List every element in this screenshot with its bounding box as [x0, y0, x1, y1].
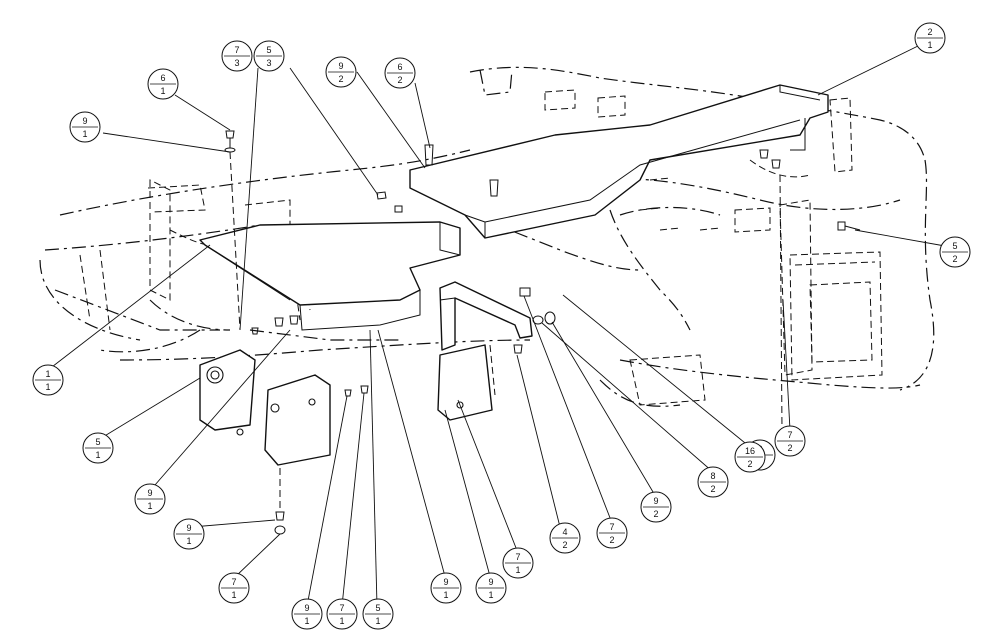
- callout-item-number: 9: [443, 577, 448, 587]
- callout-quantity: 2: [952, 254, 957, 264]
- callout-bubble: 162: [734, 441, 766, 473]
- callout-bubble: 72: [774, 425, 806, 457]
- callout-quantity: 2: [747, 459, 752, 469]
- side-plates: [199, 344, 493, 466]
- callout-item-number: 9: [488, 577, 493, 587]
- callout-item-number: 5: [952, 241, 957, 251]
- callout-item-number: 4: [562, 527, 567, 537]
- callout-bubble: 91: [430, 572, 462, 604]
- callout-item-number: 1: [45, 369, 50, 379]
- callout-bubble: 42: [549, 522, 581, 554]
- callout-quantity: 1: [45, 382, 50, 392]
- callout-item-number: 7: [231, 577, 236, 587]
- callout-item-number: 6: [397, 62, 402, 72]
- callout-quantity: 1: [186, 536, 191, 546]
- callout-bubble: 71: [326, 598, 358, 630]
- callout-bubble: 91: [291, 598, 323, 630]
- left-deck-panel: [199, 221, 461, 331]
- callout-item-number: 9: [186, 523, 191, 533]
- callout-item-number: 9: [147, 488, 152, 498]
- callout-bubble: 11: [32, 364, 64, 396]
- callout-quantity: 1: [927, 40, 932, 50]
- callout-quantity: 1: [82, 129, 87, 139]
- callout-item-number: 7: [787, 430, 792, 440]
- callout-quantity: 1: [95, 450, 100, 460]
- callout-item-number: 9: [653, 496, 658, 506]
- leader-lines: [47, 44, 946, 607]
- callout-quantity: 1: [375, 616, 380, 626]
- callout-quantity: 2: [338, 74, 343, 84]
- callout-item-number: 5: [266, 45, 271, 55]
- callout-bubble: 91: [173, 518, 205, 550]
- callout-bubble: 73: [221, 40, 253, 72]
- callout-bubble: 92: [640, 491, 672, 523]
- callout-quantity: 3: [234, 58, 239, 68]
- callout-bubble: 92: [325, 56, 357, 88]
- callout-item-number: 9: [304, 603, 309, 613]
- callout-quantity: 1: [488, 590, 493, 600]
- callout-quantity: 1: [160, 86, 165, 96]
- callout-item-number: 2: [927, 27, 932, 37]
- callout-item-number: 9: [338, 61, 343, 71]
- callout-bubble: 21: [914, 22, 946, 54]
- callout-bubble: 71: [502, 547, 534, 579]
- callout-bubble: 53: [253, 40, 285, 72]
- right-deck-panel: [409, 84, 829, 239]
- callout-bubble: 72: [596, 517, 628, 549]
- callout-item-number: 5: [95, 437, 100, 447]
- callout-bubble: 62: [384, 57, 416, 89]
- callout-quantity: 2: [710, 484, 715, 494]
- callout-quantity: 2: [787, 443, 792, 453]
- callout-bubble: 91: [69, 111, 101, 143]
- callout-quantity: 1: [231, 590, 236, 600]
- callout-quantity: 1: [515, 565, 520, 575]
- callout-bubble: 51: [362, 598, 394, 630]
- callout-bubble: 61: [147, 68, 179, 100]
- callout-quantity: 1: [339, 616, 344, 626]
- callout-bubble: 51: [82, 432, 114, 464]
- callout-bubble: 52: [939, 236, 971, 268]
- callout-item-number: 5: [375, 603, 380, 613]
- callout-quantity: 3: [266, 58, 271, 68]
- callout-quantity: 2: [397, 75, 402, 85]
- callout-item-number: 9: [82, 116, 87, 126]
- callout-item-number: 6: [160, 73, 165, 83]
- callout-item-number: 7: [339, 603, 344, 613]
- callout-quantity: 1: [443, 590, 448, 600]
- callout-quantity: 2: [653, 509, 658, 519]
- callout-item-number: 7: [609, 522, 614, 532]
- callout-item-number: 8: [710, 471, 715, 481]
- callout-bubble: 82: [697, 466, 729, 498]
- callout-item-number: 7: [515, 552, 520, 562]
- callout-quantity: 1: [304, 616, 309, 626]
- callout-item-number: 7: [234, 45, 239, 55]
- hardware: [224, 130, 861, 535]
- callout-bubble: 71: [218, 572, 250, 604]
- callout-quantity: 2: [609, 535, 614, 545]
- callout-item-number: 16: [745, 446, 755, 456]
- callout-quantity: 2: [562, 540, 567, 550]
- callout-bubble: 91: [475, 572, 507, 604]
- callout-layer: 1121314251515253616271717172727382919191…: [32, 22, 971, 630]
- callout-quantity: 1: [147, 501, 152, 511]
- callout-bubble: 91: [134, 483, 166, 515]
- mounting-bracket: [439, 281, 533, 351]
